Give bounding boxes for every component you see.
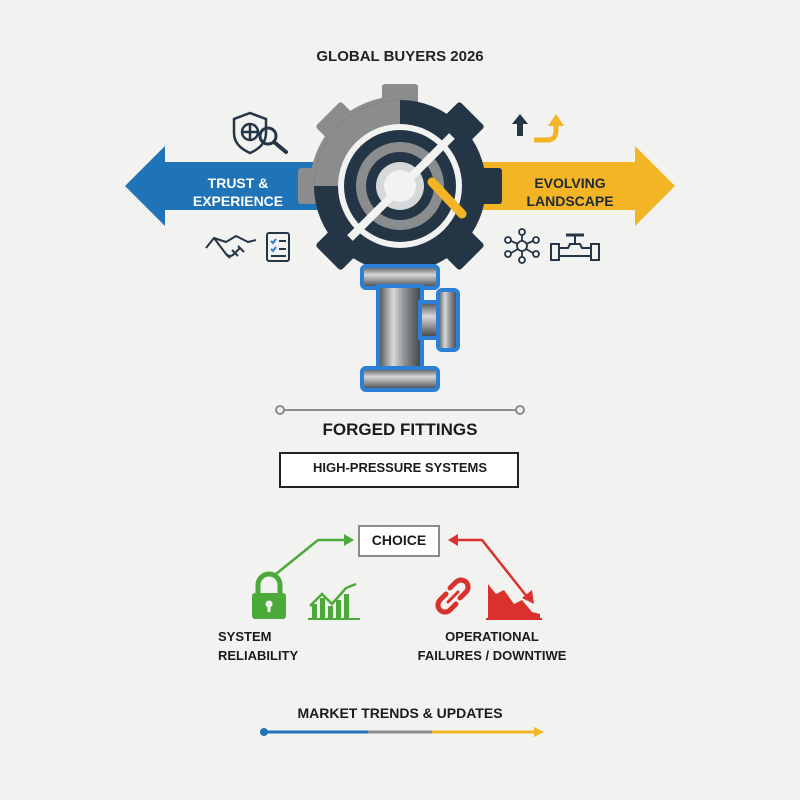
choice-label: CHOICE <box>371 532 427 548</box>
market-trends-bar <box>260 727 544 737</box>
gear-icon <box>298 84 502 288</box>
lock-icon <box>252 571 286 619</box>
page-title: GLOBAL BUYERS 2026 <box>316 48 484 65</box>
operational-failures-label: OPERATIONAL FAILURES / DOWNTIWE <box>402 627 582 665</box>
shield-globe-search-icon <box>232 111 288 155</box>
failures-line1: OPERATIONAL <box>445 629 539 644</box>
system-reliability-label: SYSTEM RELIABILITY <box>218 627 338 665</box>
trust-arrow <box>125 146 322 226</box>
valve-pipe-icon <box>550 233 600 261</box>
connector-line <box>275 405 525 415</box>
checklist-icon <box>266 232 290 262</box>
reliability-line2: RELIABILITY <box>218 648 299 663</box>
positive-arrow <box>275 534 354 575</box>
pipe-tee-fitting <box>360 264 460 392</box>
failures-line2: FAILURES / DOWNTIWE <box>417 648 567 663</box>
product-name: FORGED FITTINGS <box>322 420 478 439</box>
evolving-label-line1: EVOLVING <box>534 175 606 191</box>
negative-arrow <box>448 534 534 604</box>
handshake-icon <box>205 235 257 259</box>
application-label: HIGH-PRESSURE SYSTEMS <box>312 460 488 475</box>
choice-box <box>358 525 440 557</box>
application-box <box>279 452 519 488</box>
trust-experience-label: TRUST & EXPERIENCE <box>178 174 298 210</box>
market-trends-label: MARKET TRENDS & UPDATES <box>297 705 503 721</box>
evolving-arrow <box>478 146 675 226</box>
up-arrows-icon <box>512 114 564 143</box>
evolving-label-line2: LANDSCAPE <box>526 193 614 209</box>
trust-label-line1: TRUST & <box>207 175 269 191</box>
evolving-landscape-label: EVOLVING LANDSCAPE <box>510 174 630 210</box>
network-nodes-icon <box>504 228 540 264</box>
reliability-line1: SYSTEM <box>218 629 272 644</box>
growth-chart-icon <box>308 582 360 620</box>
declining-chart-icon <box>486 584 542 620</box>
broken-chain-icon <box>435 577 471 615</box>
trust-label-line2: EXPERIENCE <box>192 193 284 209</box>
